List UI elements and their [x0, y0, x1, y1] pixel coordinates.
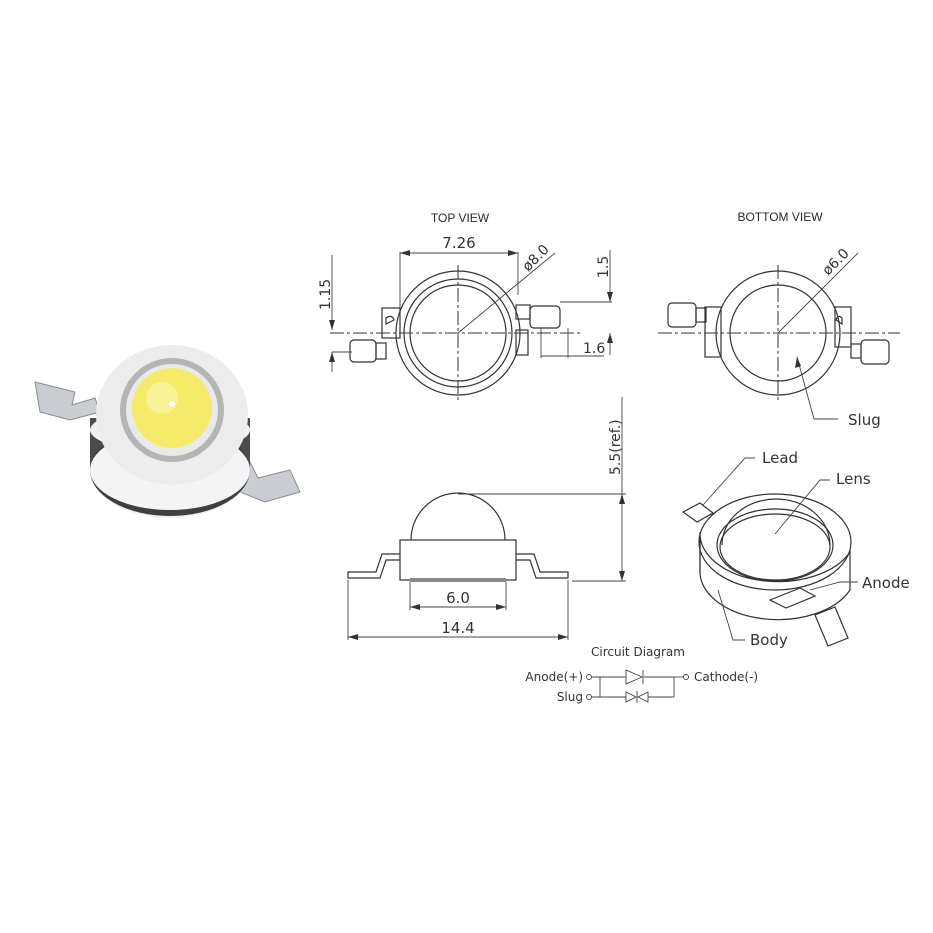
isometric-view: Lead Lens Anode Body	[681, 449, 910, 649]
dim-width: 7.26	[442, 234, 475, 252]
top-view: TOP VIEW 7.26 ø8.0 1.15	[318, 211, 613, 400]
circuit-anode-label: Anode(+)	[525, 670, 583, 684]
dim-right-lead: 1.6	[583, 341, 605, 357]
circuit-cathode-label: Cathode(-)	[694, 670, 758, 684]
lens-label: Lens	[836, 470, 871, 488]
circuit-diagram: Circuit Diagram Anode(+) Slug Cathode(-)	[525, 645, 758, 704]
anode-label: Anode	[862, 574, 910, 592]
body-label: Body	[750, 631, 788, 649]
circuit-slug-label: Slug	[557, 690, 583, 704]
dim-right-top: 1.5	[596, 256, 612, 278]
dim-left: 1.15	[318, 279, 334, 310]
dim-slug: 6.0	[446, 589, 470, 607]
dim-diameter-top: ø8.0	[520, 242, 553, 275]
dim-diameter-bottom: ø6.0	[820, 246, 853, 279]
bottom-view-title: BOTTOM VIEW	[737, 210, 823, 224]
dim-total: 14.4	[441, 619, 474, 637]
led-photo	[34, 345, 301, 518]
bottom-view: BOTTOM VIEW ø6.0 Slug	[658, 210, 900, 429]
dim-height: 5.5(ref.)	[608, 419, 624, 475]
circuit-title: Circuit Diagram	[591, 645, 685, 659]
top-view-title: TOP VIEW	[431, 211, 490, 225]
lead-label: Lead	[762, 449, 798, 467]
slug-label: Slug	[848, 411, 881, 429]
side-view: 5.5(ref.) 6.0 14.4	[347, 397, 626, 640]
